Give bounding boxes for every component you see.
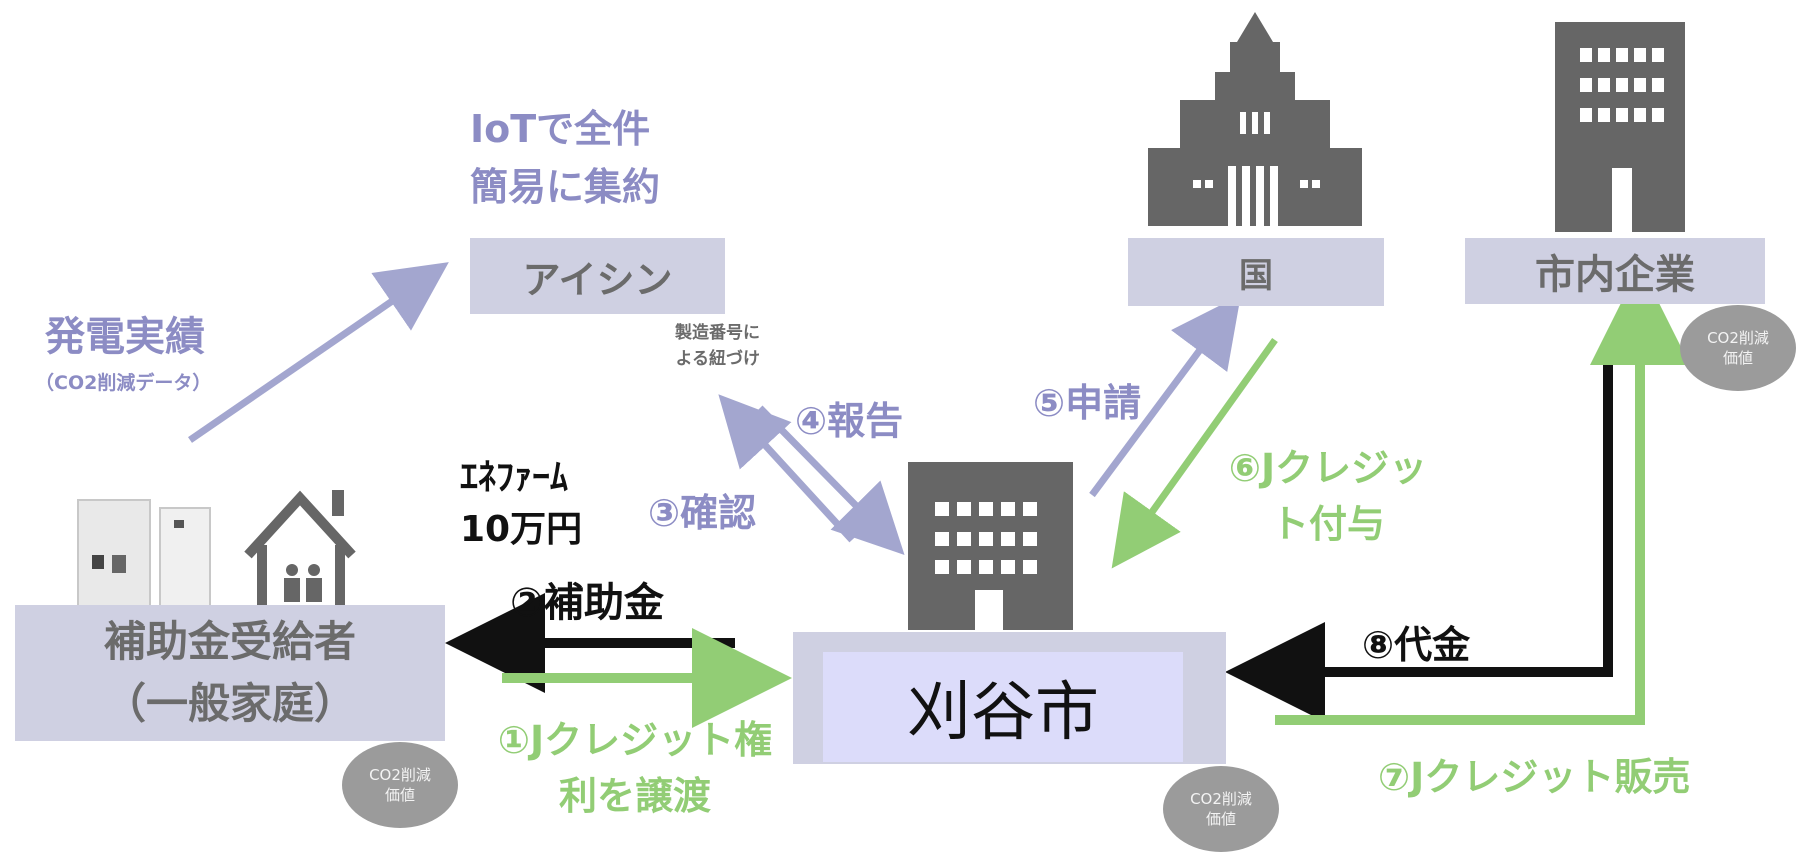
recipient-line2: （一般家庭） xyxy=(103,679,356,728)
aisin-label: アイシン xyxy=(522,257,673,302)
recipient-line1: 補助金受給者 xyxy=(103,617,356,666)
iot-note: IoTで全件 簡易に集約 xyxy=(470,100,660,216)
apply-label: ⑤申請 xyxy=(1033,381,1142,425)
enefarm-line2: 10万円 xyxy=(460,509,583,550)
payment-arrow xyxy=(1225,360,1613,722)
confirm-arrow xyxy=(718,394,855,543)
co2-badge-recipient: CO2削減価値 xyxy=(342,742,458,828)
apply-arrow xyxy=(1089,294,1241,498)
subsidy-label: ②補助金 xyxy=(510,580,664,626)
city-hall-building-icon xyxy=(908,462,1073,630)
office-tower-icon xyxy=(1555,22,1685,232)
payment-label: ⑧代金 xyxy=(1362,623,1471,667)
iot-note-line1: IoTで全件 xyxy=(470,107,651,151)
serial-number-note: 製造番号に よる紐づけ xyxy=(642,320,760,372)
iot-note-line2: 簡易に集約 xyxy=(470,165,661,209)
enefarm-line1: ｴﾈﾌｧｰﾑ xyxy=(460,457,568,498)
serial-note-line2: よる紐づけ xyxy=(675,349,761,369)
report-label: ④報告 xyxy=(795,399,904,443)
jcredit-sale-label: ⑦Jクレジット販売 xyxy=(1378,755,1691,799)
companies-label: 市内企業 xyxy=(1535,252,1695,298)
kuni-box: 国 xyxy=(1128,238,1384,306)
fuel-cell-unit-icon xyxy=(77,499,211,611)
city-label: 刈谷市 xyxy=(823,652,1183,762)
jcredit-transfer-label: ①Jクレジット権 利を譲渡 xyxy=(497,718,773,818)
recipient-box: 補助金受給者 （一般家庭） xyxy=(15,605,445,741)
confirm-label: ③確認 xyxy=(648,491,757,535)
power-results-label: 発電実績 xyxy=(45,314,205,360)
government-building-icon xyxy=(1148,12,1362,226)
jcredit-sale-arrow xyxy=(1275,265,1690,725)
enefarm-note: ｴﾈﾌｧｰﾑ 10万円 xyxy=(460,452,582,556)
kuni-label: 国 xyxy=(1239,255,1273,296)
power-results-arrow xyxy=(188,262,449,443)
serial-note-line1: 製造番号に xyxy=(675,323,760,343)
co2-badge-city: CO2削減価値 xyxy=(1163,766,1279,852)
co2-badge-companies: CO2削減価値 xyxy=(1680,305,1796,391)
power-results-sub: （CO2削減データ） xyxy=(35,372,212,394)
jcredit-grant-label: ⑥Jクレジッ ト付与 xyxy=(1228,446,1428,546)
companies-box: 市内企業 xyxy=(1465,238,1765,304)
aisin-box: アイシン xyxy=(470,238,725,314)
jcredit-grant-arrow xyxy=(1111,337,1278,569)
